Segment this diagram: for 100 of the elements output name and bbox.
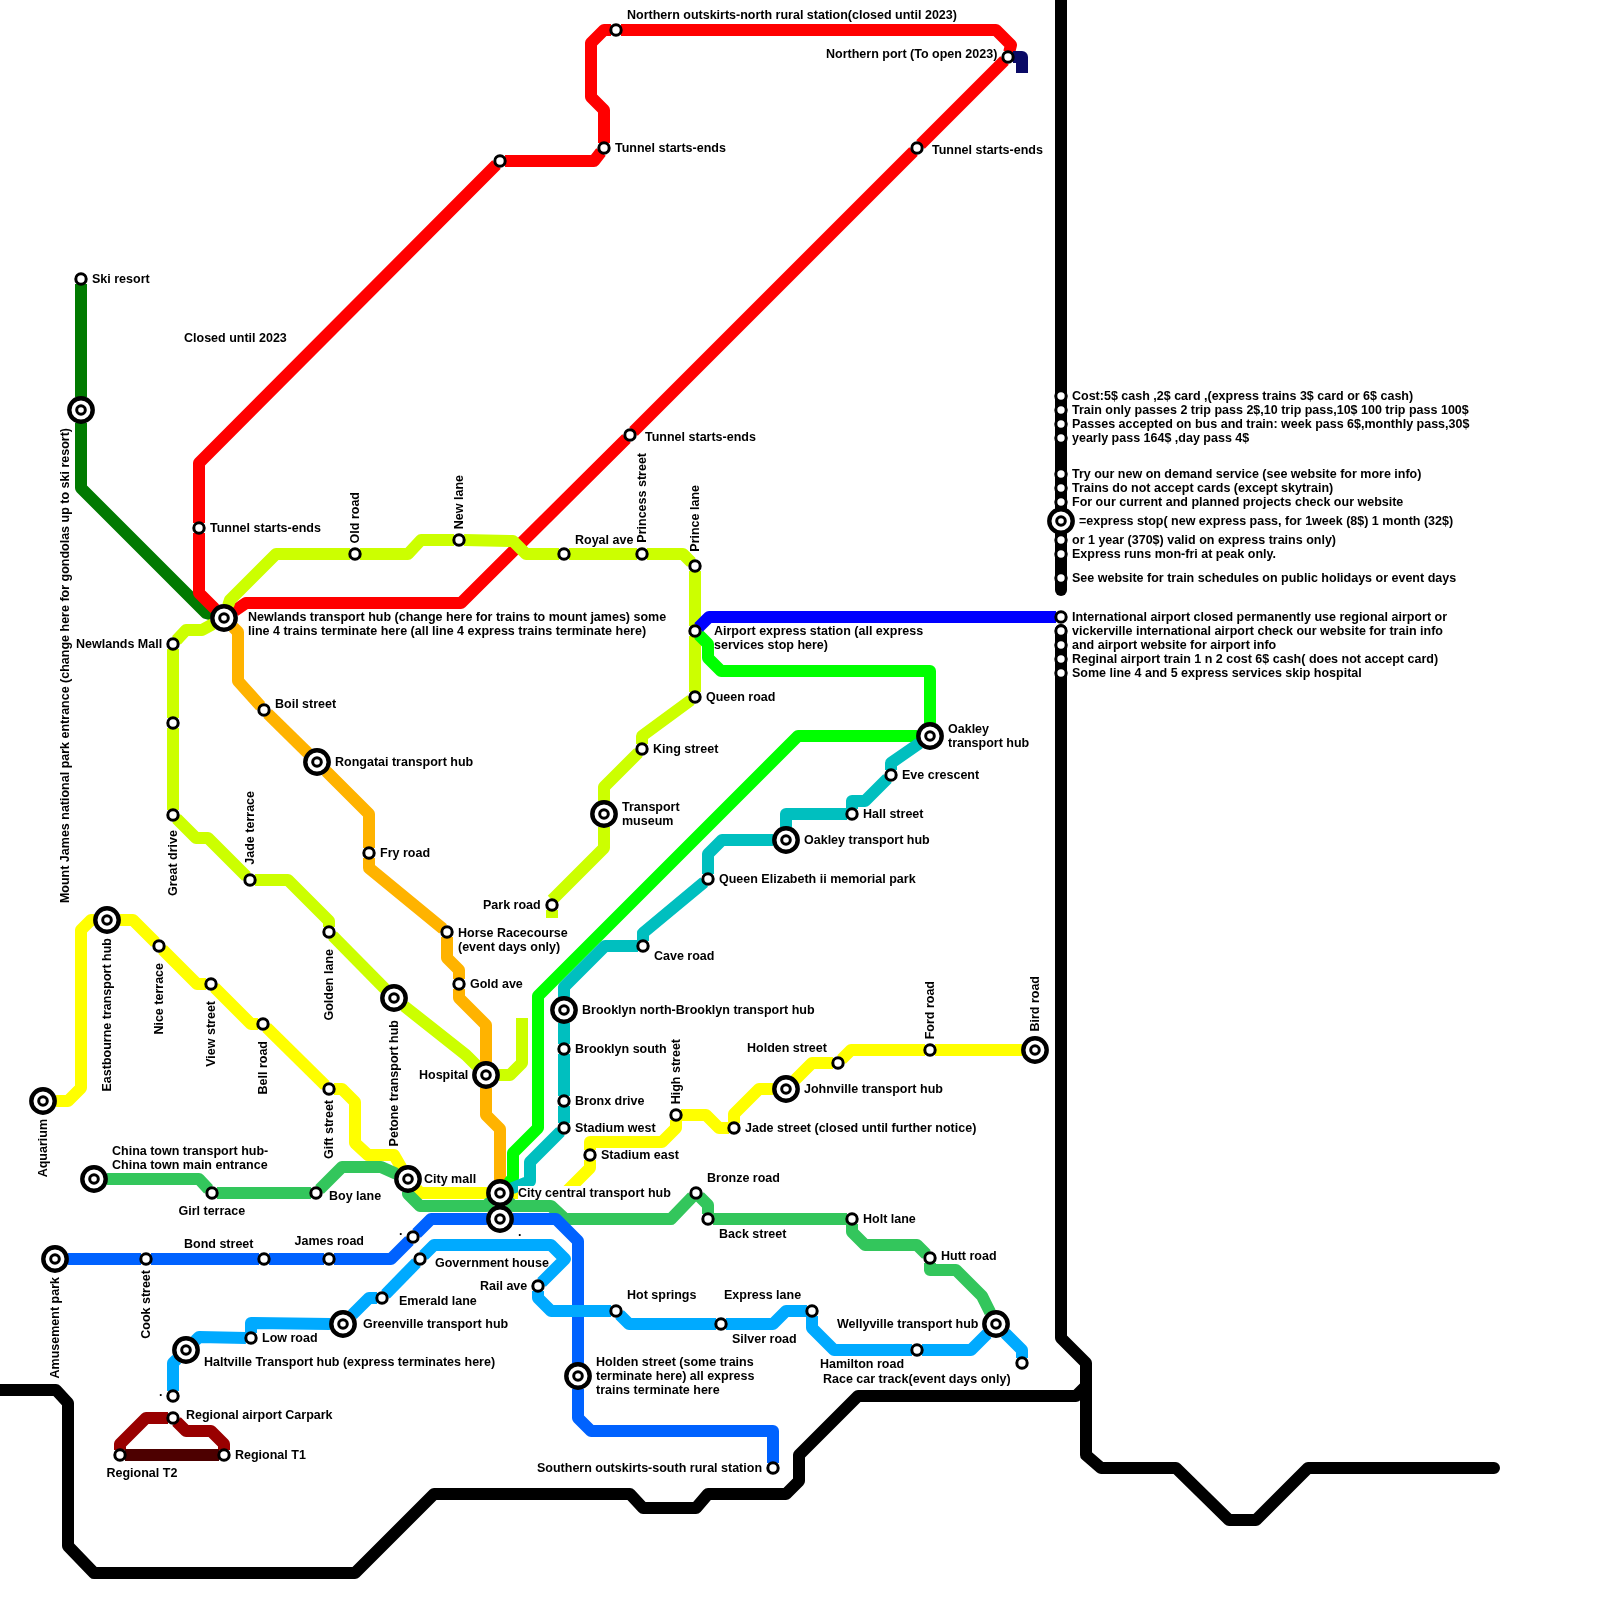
note-text: or 1 year (370$) valid on express trains only): [1072, 533, 1336, 547]
station-label: Wellyville transport hub: [837, 1317, 979, 1331]
rail-line: [532, 1291, 611, 1317]
note-text: Passes accepted on bus and train: week pass 6$,monthly pass,30$: [1072, 417, 1470, 431]
rail-line: [360, 534, 454, 560]
rail-line: [75, 423, 214, 621]
station-marker-icon: [257, 703, 271, 717]
rail-line: [621, 24, 1017, 54]
rail-line: [334, 1236, 414, 1265]
station-label: Eastbourne transport hub: [100, 938, 114, 1092]
station-marker-icon: [545, 898, 559, 912]
rail-line: [419, 1239, 571, 1287]
station-label: Ford road: [923, 981, 937, 1040]
rail-line: [598, 748, 643, 801]
station-label: Princess street: [635, 453, 649, 543]
rail-line: [400, 1001, 482, 1071]
station-label: Holt lane: [863, 1212, 916, 1226]
station-label: Low road: [262, 1331, 318, 1345]
station-label: Amusement park: [48, 1277, 62, 1379]
station-label: Old road: [348, 492, 362, 544]
station-marker-icon: [766, 1461, 780, 1475]
station-label: Hutt road: [941, 1249, 997, 1263]
rail-line: [615, 1310, 716, 1330]
station-label: .: [159, 1385, 163, 1399]
rail-line: [193, 160, 501, 523]
rail-line: [695, 1192, 714, 1214]
station-marker-icon: [362, 846, 376, 860]
rail-line: [790, 1057, 833, 1085]
station-marker-icon: [166, 716, 180, 730]
station-label: Jade terrace: [243, 791, 257, 865]
note-text: and airport website for airport info: [1072, 638, 1277, 652]
station-marker-icon: [322, 1082, 336, 1096]
station-label: Cook street: [139, 1270, 153, 1339]
note-text: Cost:5$ cash ,2$ card ,(express trains 3$ card or 6$ cash): [1072, 389, 1414, 403]
express-stop-icon: [564, 1362, 592, 1390]
edge-label: Closed until 2023: [184, 331, 287, 345]
station-marker-icon: [923, 1251, 937, 1265]
station-marker-icon: [845, 1212, 859, 1226]
note-text: yearly pass 164$ ,day pass 4$: [1072, 431, 1250, 445]
rail-line: [558, 940, 638, 997]
station-marker-icon: [217, 1448, 231, 1462]
station-marker-icon: [557, 1094, 571, 1108]
rail-line: [167, 1354, 182, 1391]
rail-line: [637, 877, 709, 941]
rail-line: [924, 1263, 996, 1316]
station-marker-icon: [74, 272, 88, 286]
rail-line: [702, 834, 773, 874]
rail-line: [222, 548, 350, 608]
rail-line: [441, 937, 465, 979]
station-label: Hot springs: [627, 1288, 697, 1302]
rail-line: [262, 1023, 330, 1090]
station-label: Stadium east: [601, 1148, 679, 1162]
express-stop-icon: [486, 1179, 514, 1207]
station-marker-icon: [244, 1331, 258, 1345]
station-label: International airport closed permanently use regional airport or: [1072, 610, 1448, 624]
express-stop-icon: [590, 800, 618, 828]
rail-line: [713, 1213, 847, 1225]
rail-line: [558, 1023, 570, 1044]
rail-line: [172, 618, 216, 645]
station-label: Bond street: [184, 1237, 254, 1251]
rail-line: [167, 728, 179, 810]
rail-line: [780, 808, 847, 827]
station-label: Brooklyn south: [575, 1042, 667, 1056]
station-label: Bird road: [1028, 976, 1042, 1032]
rail-line: [347, 1292, 377, 1320]
express-stop-icon: [550, 996, 578, 1024]
rail-line: [75, 284, 87, 397]
station-label: Northern port (To open 2023): [826, 47, 998, 61]
station-marker-icon: [727, 1121, 741, 1135]
station-label: Ski resort: [92, 272, 150, 286]
note-text: Some line 4 and 5 express services skip hospital: [1072, 666, 1362, 680]
note-text: Reginal airport train 1 n 2 cost 6$ cash( does not accept card): [1072, 652, 1439, 666]
station-label: Royal ave: [575, 533, 634, 547]
station-label: Haltville Transport hub (express terminates here): [204, 1355, 496, 1369]
station-label: Greenville transport hub: [363, 1317, 509, 1331]
rail-line: [412, 1213, 487, 1238]
station-marker-icon: [531, 1279, 545, 1293]
station-label: .: [518, 1225, 522, 1239]
rail-line: [509, 1127, 565, 1194]
rail-line: [505, 148, 606, 167]
station-label: King street: [653, 742, 719, 756]
station-marker-icon: [348, 547, 362, 561]
express-stop-icon: [982, 1310, 1010, 1338]
rail-line: [558, 1054, 570, 1096]
legend-text: =express stop( new express pass, for 1week (8$) 1 month (32$): [1079, 514, 1454, 528]
rail-line: [499, 1018, 528, 1081]
station-marker-icon: [113, 1448, 127, 1462]
station-marker-icon: [831, 1056, 845, 1070]
station-label: Hall street: [863, 807, 924, 821]
rail-line: [167, 649, 179, 718]
station-marker-icon: [406, 1230, 420, 1244]
rail-line: [228, 622, 266, 711]
station-marker-icon: [910, 141, 924, 155]
station-marker-icon: [805, 1304, 819, 1318]
station-label: Mount James national park entrance (change here for gondolas up to ski resort): [58, 428, 72, 904]
station-marker-icon: [166, 1411, 180, 1425]
rail-line: [1013, 51, 1028, 73]
rail-line: [837, 1044, 925, 1064]
rail-line: [217, 1187, 311, 1199]
rail-line: [334, 1083, 407, 1171]
